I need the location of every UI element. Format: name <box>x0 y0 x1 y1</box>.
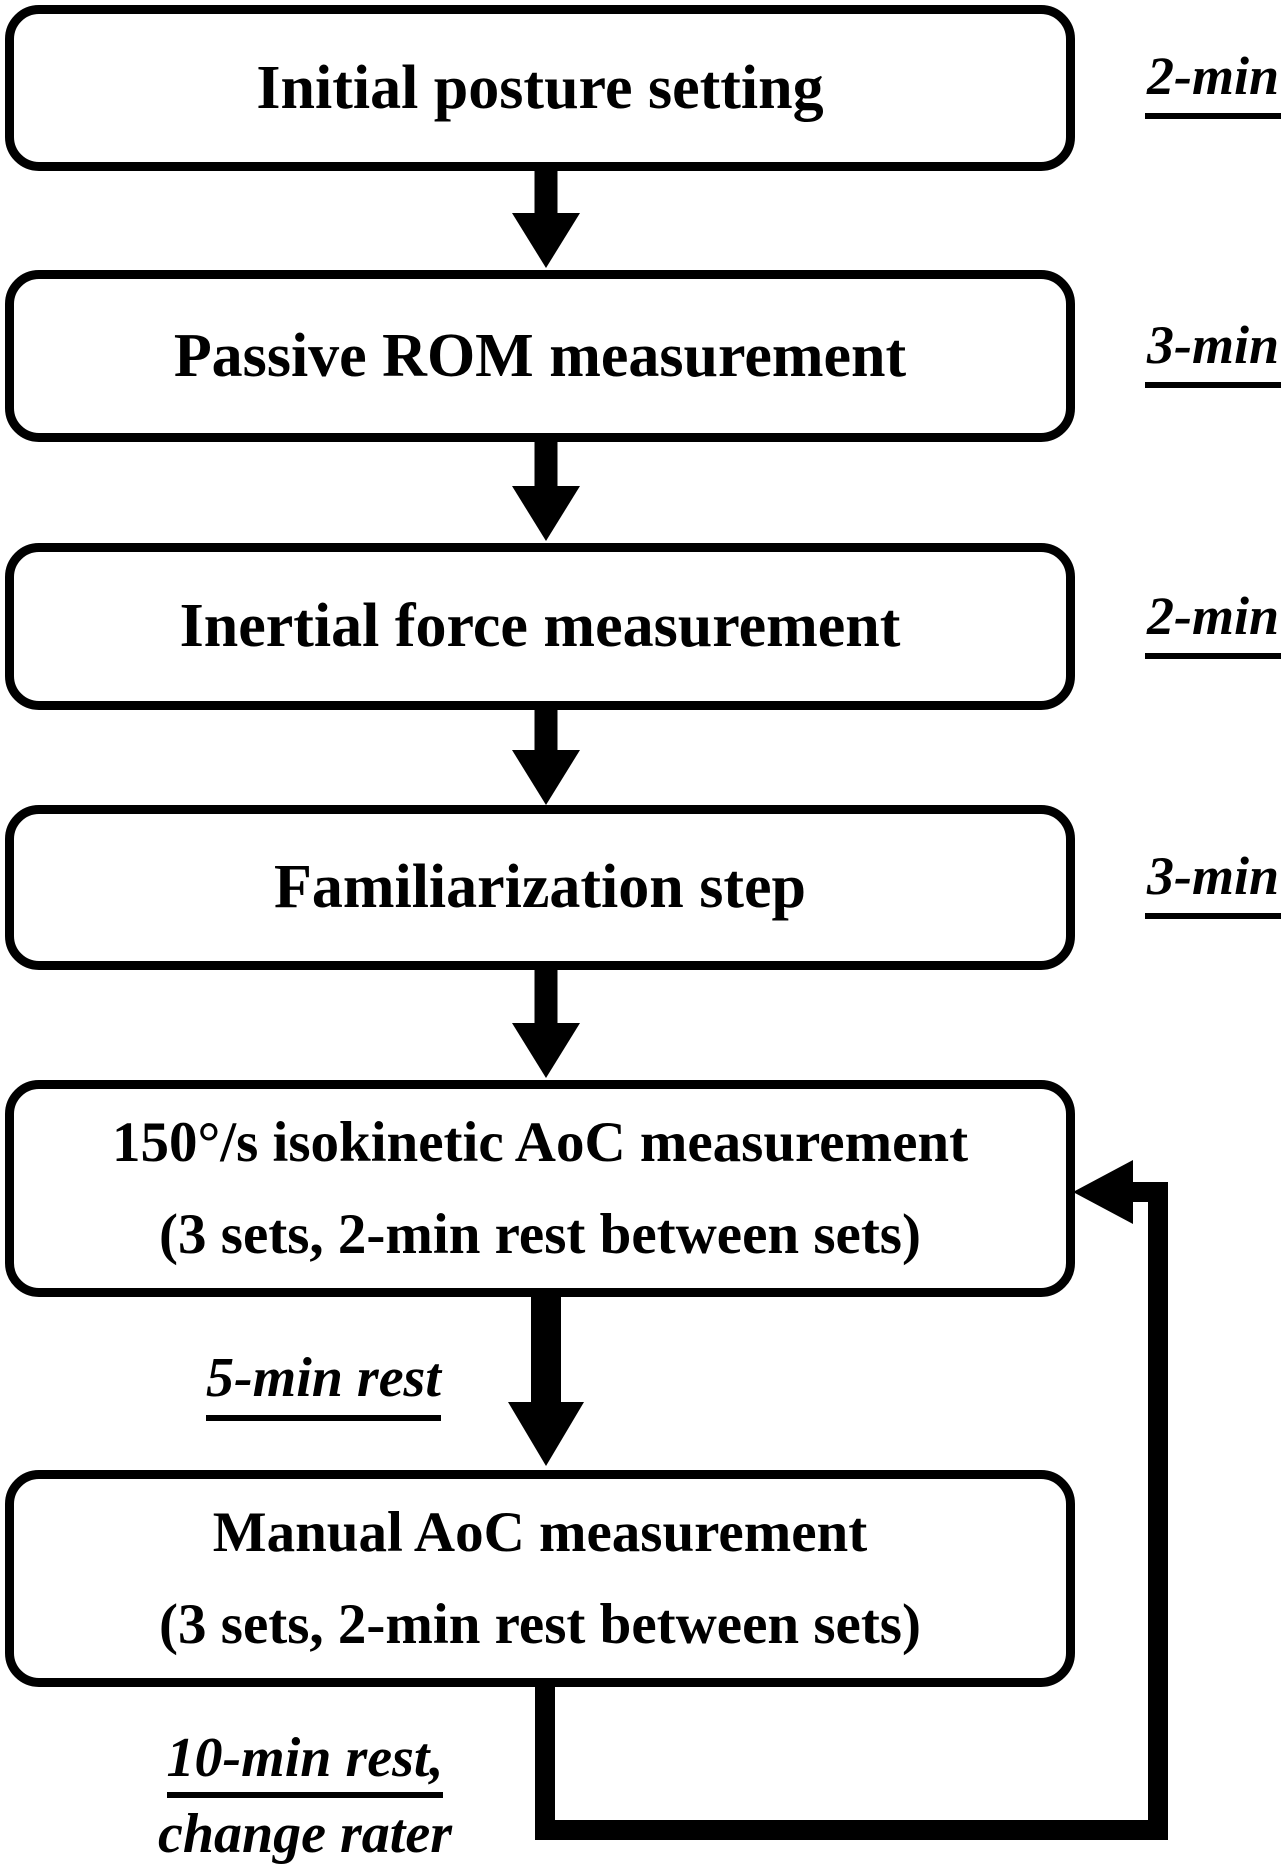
down-arrow-5 <box>508 1293 584 1466</box>
step-box-isokinetic-aoc: 150°/s isokinetic AoC measurement (3 set… <box>5 1080 1075 1297</box>
step-label: Manual AoC measurement <box>212 1501 868 1565</box>
rest-annotation: 5-min rest <box>206 1346 441 1421</box>
step-label: Passive ROM measurement <box>173 321 907 390</box>
step-label: 150°/s isokinetic AoC measurement <box>111 1111 969 1175</box>
step-box-familiarization: Familiarization step <box>5 805 1075 970</box>
step-sublabel: (3 sets, 2-min rest between sets) <box>159 1592 921 1656</box>
step-label: Familiarization step <box>273 853 807 921</box>
step-box-passive-rom: Passive ROM measurement <box>5 270 1075 442</box>
step-label: Inertial force measurement <box>179 592 901 660</box>
step-sublabel: (3 sets, 2-min rest between sets) <box>159 1202 921 1266</box>
loop-arrowhead <box>1073 1160 1133 1224</box>
step-box-initial-posture: Initial posture setting <box>5 5 1075 171</box>
duration-label-initial-posture: 2-min <box>1144 45 1281 119</box>
step-label: Initial posture setting <box>256 53 824 122</box>
duration-label-passive-rom: 3-min <box>1144 314 1281 388</box>
step-box-manual-aoc: Manual AoC measurement (3 sets, 2-min re… <box>5 1470 1075 1687</box>
loop-annotation-line1: 10-min rest, <box>166 1730 444 1798</box>
duration-label-inertial-force: 2-min <box>1144 585 1281 659</box>
down-arrow-4 <box>512 968 580 1078</box>
duration-label-familiarization: 3-min <box>1144 845 1281 919</box>
down-arrow-1 <box>512 168 580 268</box>
loop-connector <box>535 1160 1168 1840</box>
loop-annotation: 10-min rest, change rater <box>136 1722 474 1865</box>
down-arrow-3 <box>512 708 580 805</box>
loop-annotation-line2: change rater <box>158 1806 452 1865</box>
step-box-inertial-force: Inertial force measurement <box>5 543 1075 710</box>
down-arrow-2 <box>512 440 580 541</box>
